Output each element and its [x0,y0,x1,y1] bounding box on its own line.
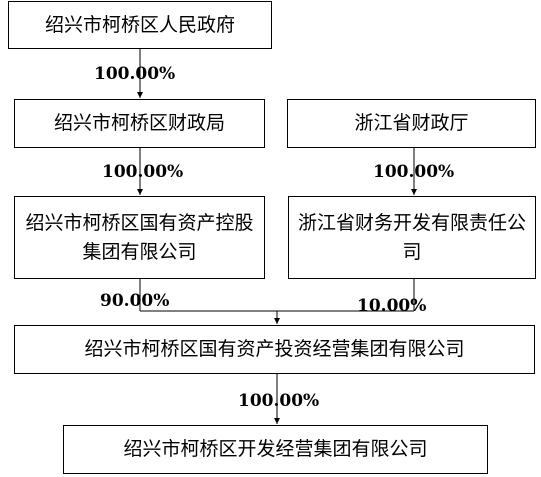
box-state-asset-holding-group: 绍兴市柯桥区国有资产控股集团有限公司 [14,196,265,279]
box-keqiao-development-group: 绍兴市柯桥区开发经营集团有限公司 [63,425,488,474]
box-zhejiang-finance-department: 浙江省财政厅 [287,99,536,148]
pct-investment-to-dev-group: 100.00% [238,391,320,411]
pct-zj-dev-to-investment: 10.00% [357,296,427,316]
pct-holding-to-investment: 90.00% [100,291,170,311]
box-state-asset-investment-group: 绍兴市柯桥区国有资产投资经营集团有限公司 [14,325,535,374]
pct-finance-bureau-to-holding: 100.00% [102,162,184,182]
box-keqiao-finance-bureau: 绍兴市柯桥区财政局 [14,99,265,148]
pct-zj-dept-to-zj-dev: 100.00% [373,162,455,182]
pct-gov-to-finance-bureau: 100.00% [94,64,176,84]
box-zhejiang-finance-development-co: 浙江省财务开发有限责任公司 [288,196,536,279]
box-shaoxing-keqiao-government: 绍兴市柯桥区人民政府 [8,1,272,49]
